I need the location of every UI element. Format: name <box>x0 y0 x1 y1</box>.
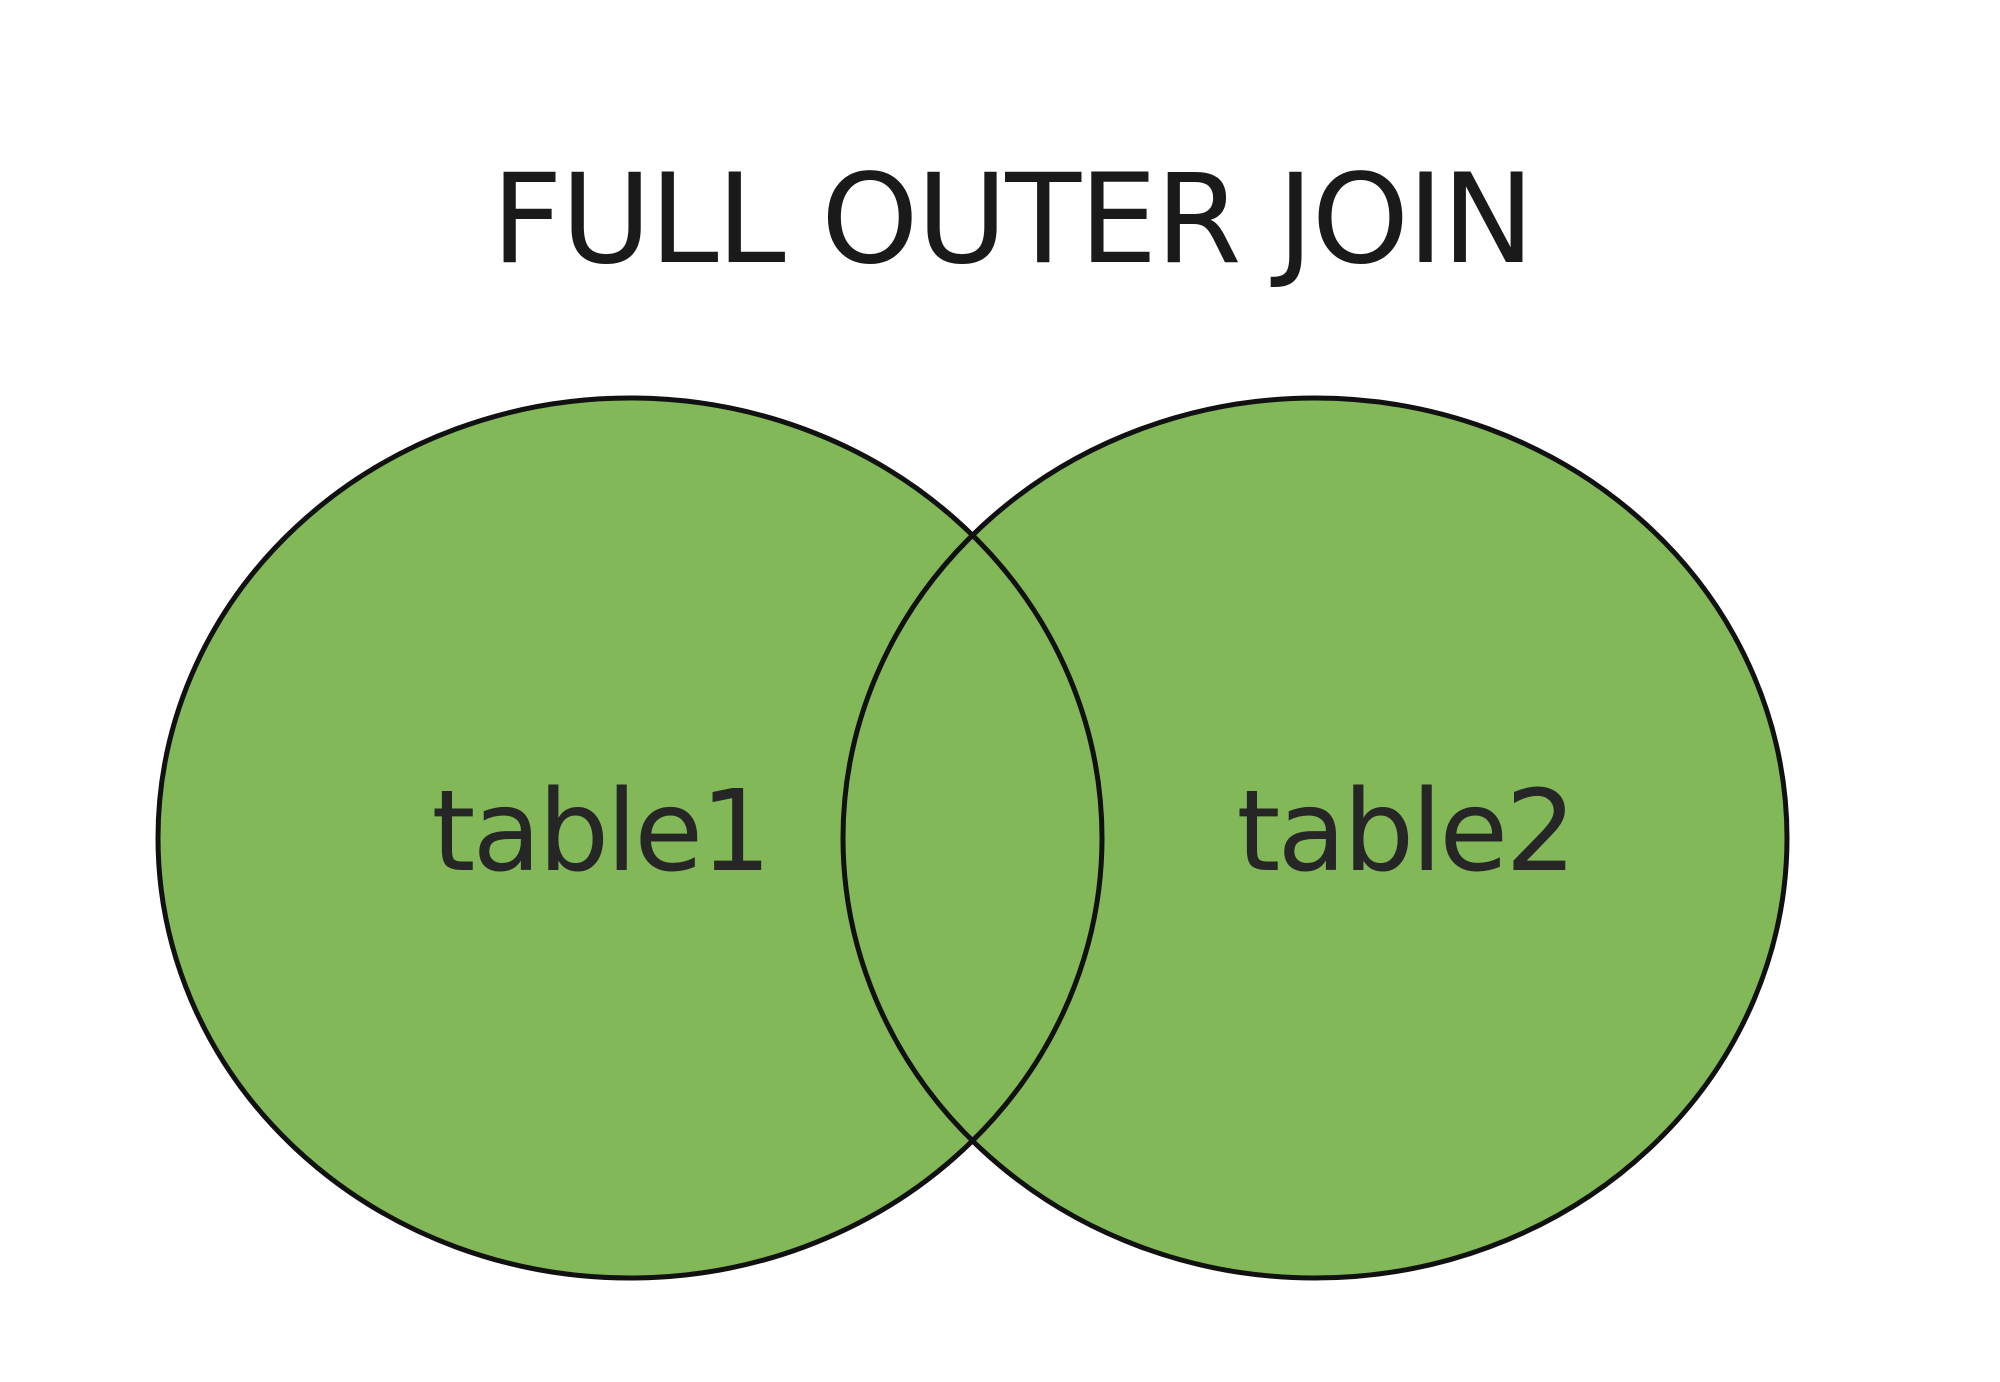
table1-circle-fill <box>158 398 1102 1278</box>
table2-circle-fill <box>843 398 1787 1278</box>
diagram-title: FULL OUTER JOIN <box>491 148 1532 292</box>
table2-label: table2 <box>1237 767 1574 897</box>
table2-circle-outline <box>840 395 1790 1281</box>
table1-label: table1 <box>432 767 769 897</box>
table1-circle-outline <box>155 395 1105 1281</box>
